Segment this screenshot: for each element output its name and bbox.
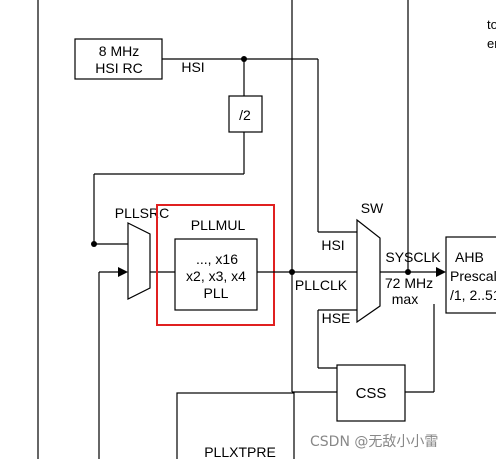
sw-mux — [356, 218, 381, 324]
divider-box — [228, 95, 263, 133]
sw-freq-line2: max — [392, 291, 418, 307]
pll-label: PLL — [204, 285, 229, 301]
pllmul-label: PLLMUL — [191, 217, 246, 233]
highlight-box — [156, 204, 275, 326]
sysclk-label: SYSCLK — [385, 249, 441, 265]
hsi-wire-label: HSI — [181, 59, 204, 75]
pll-mul-line2: x2, x3, x4 — [186, 268, 246, 284]
pll-box — [174, 238, 258, 311]
ahb-prescaler-label: Prescaler — [450, 268, 496, 284]
hsi-rc-label: HSI RC — [95, 60, 142, 76]
corner-text-line2: en — [487, 36, 496, 51]
sw-hse-label: HSE — [322, 310, 351, 326]
sw-label: SW — [361, 200, 384, 216]
sysclk-arrow — [436, 267, 446, 277]
pllsrc-in2-arrow — [118, 267, 128, 277]
sysclk-junction-dot — [405, 269, 411, 275]
pllsrc-in1-dot — [91, 241, 97, 247]
pllxtpre-box — [176, 392, 295, 459]
sw-freq-line1: 72 MHz — [385, 275, 433, 291]
ahb-label: AHB — [455, 249, 484, 265]
pllxtpre-label: PLLXTPRE — [204, 444, 276, 459]
pll-mul-line1: ..., x16 — [196, 251, 238, 267]
ahb-prescaler-box — [445, 236, 496, 314]
pllclk-label: PLLCLK — [295, 277, 348, 293]
pllsrc-label: PLLSRC — [115, 205, 169, 221]
watermark-text: CSDN @无敌小小雷 — [310, 434, 438, 450]
css-box — [336, 364, 406, 422]
ahb-prescaler-range: /1, 2..512 — [450, 287, 496, 303]
corner-text-line1: to — [487, 17, 496, 32]
hsi-rc-freq: 8 MHz — [99, 43, 139, 59]
hsi-rc-box — [74, 38, 163, 80]
sw-hsi-label: HSI — [321, 237, 344, 253]
css-label: CSS — [356, 385, 387, 402]
divider-label: /2 — [239, 107, 251, 123]
pllsrc-mux — [127, 222, 151, 300]
